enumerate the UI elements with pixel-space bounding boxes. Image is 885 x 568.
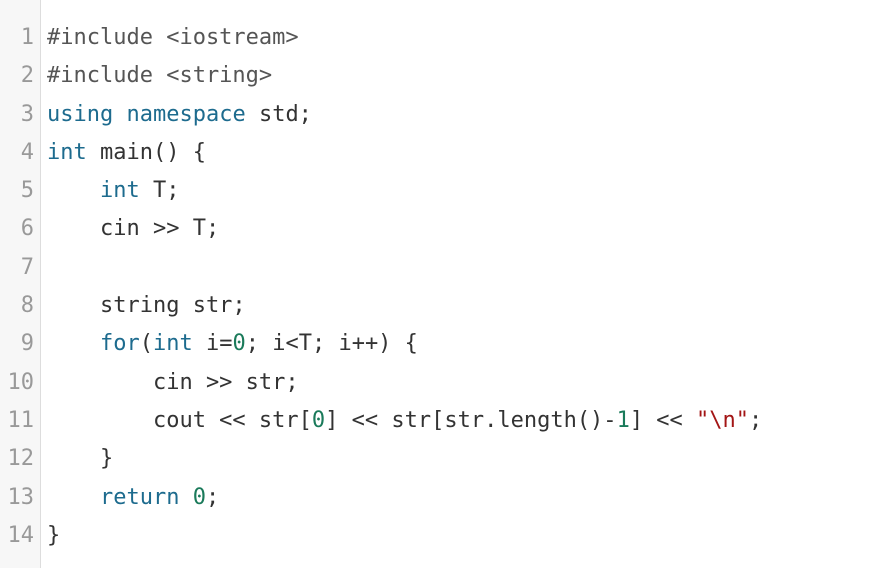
code-token: main() { <box>86 139 206 165</box>
code-text[interactable]: int main() { <box>47 134 206 172</box>
code-line[interactable]: 11 cout << str[0] << str[str.length()-1]… <box>0 402 885 440</box>
line-number: 11 <box>7 407 35 433</box>
line-number: 4 <box>20 139 34 165</box>
code-token: i= <box>192 331 233 357</box>
code-text[interactable]: for(int i=0; i<T; i++) { <box>47 325 418 363</box>
code-token: cin >> str; <box>47 369 299 395</box>
line-number: 9 <box>20 331 34 357</box>
code-token: using <box>47 101 114 127</box>
code-token <box>47 331 100 356</box>
line-number: 12 <box>7 446 35 472</box>
code-token: } <box>47 522 61 548</box>
code-token: 0 <box>311 407 326 433</box>
code-token: int <box>99 178 140 204</box>
code-text[interactable]: #include <string> <box>47 57 272 95</box>
code-token: ] << <box>629 407 697 433</box>
code-line[interactable]: 14} <box>0 517 885 555</box>
line-number: 14 <box>7 522 35 548</box>
code-token: int <box>152 331 193 357</box>
code-token: for <box>99 331 140 357</box>
code-text[interactable]: } <box>47 517 60 555</box>
line-number: 13 <box>7 484 35 510</box>
code-line[interactable]: 4 int main() { <box>0 134 885 172</box>
code-text[interactable]: cout << str[0] << str[str.length()-1] <<… <box>47 402 762 440</box>
code-token: namespace <box>126 101 246 127</box>
code-token: return <box>99 484 180 510</box>
code-token: 1 <box>616 407 630 433</box>
code-text[interactable]: cin >> T; <box>47 210 219 248</box>
line-number: 5 <box>20 178 34 204</box>
code-token: #include <string> <box>47 63 273 89</box>
code-line[interactable]: 7 <box>0 249 885 287</box>
code-token: ] << str[str.length()- <box>325 407 617 433</box>
code-text[interactable]: using namespace std; <box>47 96 312 134</box>
line-number: 10 <box>7 369 35 395</box>
code-token: cout << str[ <box>47 407 312 433</box>
code-token: } <box>47 446 114 472</box>
code-token: 0 <box>232 331 246 357</box>
code-token: ( <box>139 331 153 357</box>
line-number: 8 <box>20 293 34 319</box>
code-token: "\n" <box>696 407 750 433</box>
code-token: ; <box>749 407 763 433</box>
code-line[interactable]: 5 int T; <box>0 172 885 210</box>
code-line[interactable]: 3 using namespace std; <box>0 96 885 134</box>
code-token <box>47 485 100 510</box>
code-line[interactable]: 8 string str; <box>0 287 885 325</box>
code-token <box>113 102 126 127</box>
code-token: cin >> T; <box>47 216 220 242</box>
code-token: string str; <box>47 293 246 319</box>
line-number: 3 <box>20 101 34 127</box>
code-line[interactable]: 9 for(int i=0; i<T; i++) { <box>0 325 885 363</box>
code-token: std; <box>245 101 312 127</box>
code-token <box>179 485 192 510</box>
code-token: ; i<T; i++) { <box>245 331 418 357</box>
code-line[interactable]: 1 #include <iostream> <box>0 19 885 57</box>
code-token: ; <box>205 484 220 510</box>
code-token: #include <iostream> <box>47 25 299 50</box>
code-line[interactable]: 6 cin >> T; <box>0 210 885 248</box>
code-line[interactable]: 12 } <box>0 440 885 478</box>
line-number: 6 <box>20 216 34 242</box>
code-text[interactable]: #include <iostream> <box>47 19 299 57</box>
code-text[interactable]: int T; <box>47 172 180 210</box>
line-number-gutter <box>0 0 41 568</box>
code-text[interactable]: } <box>47 440 113 478</box>
code-token: 0 <box>192 484 206 510</box>
code-line[interactable]: 13 return 0; <box>0 479 885 517</box>
code-line[interactable]: 10 cin >> str; <box>0 364 885 402</box>
code-token: T; <box>139 178 180 204</box>
code-text[interactable]: return 0; <box>47 479 219 517</box>
code-token <box>47 178 100 203</box>
line-number: 2 <box>20 63 34 89</box>
code-line[interactable]: 2 #include <string> <box>0 57 885 95</box>
line-number: 7 <box>20 254 34 280</box>
line-number: 1 <box>20 25 34 50</box>
code-text[interactable]: cin >> str; <box>47 364 299 402</box>
code-text[interactable]: string str; <box>47 287 246 325</box>
code-token: int <box>47 139 87 165</box>
